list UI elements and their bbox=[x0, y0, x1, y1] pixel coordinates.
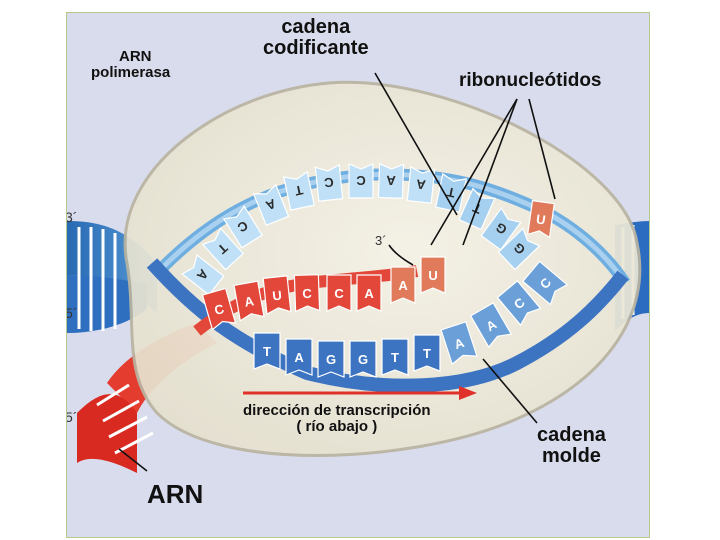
coding-base: A bbox=[406, 165, 436, 204]
rna-base-letter: U bbox=[272, 288, 283, 304]
template-base-letter: G bbox=[358, 352, 368, 367]
coding-base-letter: C bbox=[356, 173, 366, 188]
strand-end-5-bottom: 5´ bbox=[66, 409, 78, 425]
coding-strand-label: cadena codificante bbox=[263, 17, 369, 59]
rna-base: A bbox=[356, 274, 382, 312]
rna-base: U bbox=[262, 275, 292, 316]
template-base-letter: A bbox=[294, 350, 304, 365]
template-base: C bbox=[522, 260, 569, 306]
coding-base: A bbox=[377, 162, 405, 200]
coding-base-letter: C bbox=[323, 175, 335, 191]
coding-base: A bbox=[181, 254, 225, 296]
template-base-letter: T bbox=[263, 344, 271, 359]
template-base: T bbox=[381, 338, 409, 376]
template-base-letter: G bbox=[326, 352, 336, 367]
coding-base: G bbox=[480, 207, 522, 251]
coding-base: C bbox=[348, 163, 374, 199]
ribonucleotides-label: ribonucleótidos bbox=[459, 70, 602, 91]
rna-base: C bbox=[293, 273, 321, 313]
transcription-direction-label-line1: dirección de transcripción bbox=[243, 402, 431, 419]
coding-base-letter: A bbox=[385, 173, 396, 188]
transcription-direction-arrow bbox=[243, 386, 477, 400]
coding-base-letter: T bbox=[293, 182, 304, 198]
template-base: T bbox=[253, 332, 281, 370]
template-base: A bbox=[285, 338, 313, 376]
template-strand-label-line1: cadena bbox=[537, 424, 606, 446]
rna-base: A bbox=[390, 266, 416, 304]
rna-base: C bbox=[326, 274, 352, 312]
coding-strand-label-line2: codificante bbox=[263, 37, 369, 59]
free-ribonucleotide: U bbox=[527, 199, 555, 239]
template-base-letter: T bbox=[391, 350, 399, 365]
transcription-direction-label: dirección de transcripción ( río abajo ) bbox=[243, 403, 431, 435]
coding-base: C bbox=[314, 163, 344, 202]
rna-base-letter: C bbox=[302, 286, 313, 301]
strand-end-5-middle: 5´ bbox=[66, 305, 78, 321]
free-ribonucleotide-base: U bbox=[527, 199, 555, 239]
coding-base-letter: A bbox=[415, 176, 427, 192]
template-base: A bbox=[440, 321, 478, 366]
coding-strand-label-line1: cadena bbox=[281, 16, 351, 38]
rna-label: ARN bbox=[147, 479, 204, 509]
rna-base: U bbox=[420, 256, 446, 294]
coding-base: A bbox=[252, 183, 290, 227]
coding-base: G bbox=[497, 227, 541, 271]
rna-polymerase-label-line1: ARN bbox=[119, 48, 152, 65]
template-base-letter: T bbox=[423, 346, 431, 361]
template-base: C bbox=[496, 280, 542, 327]
free-ribonucleotide-base-letter: U bbox=[535, 211, 546, 227]
rna-base: A bbox=[233, 280, 265, 322]
rna-3-prime-end-label: 3´ bbox=[375, 233, 387, 248]
rna-base-letter: A bbox=[364, 286, 374, 301]
template-strand-label-line2: molde bbox=[542, 445, 601, 467]
rna-polymerase-label: ARN polimerasa bbox=[91, 49, 170, 81]
transcription-direction-label-line2: ( río abajo ) bbox=[296, 417, 378, 435]
coding-base: T bbox=[201, 227, 245, 271]
label-pointer-lines bbox=[118, 72, 556, 472]
template-base: G bbox=[349, 340, 377, 378]
coding-base: C bbox=[222, 205, 264, 249]
rna-polymerase-label-line2: polimerasa bbox=[91, 63, 171, 81]
coding-base-letter: T bbox=[446, 184, 457, 200]
rna-base-letter: U bbox=[428, 268, 437, 283]
coding-base: T bbox=[435, 172, 468, 213]
rna-base-letter: A bbox=[398, 278, 408, 293]
rna-base: C bbox=[201, 287, 237, 331]
strand-end-3-top: 3´ bbox=[66, 209, 78, 225]
rna-base-letter: A bbox=[243, 293, 255, 310]
template-base: G bbox=[317, 340, 345, 378]
template-base: A bbox=[469, 302, 513, 349]
rna-base-letter: C bbox=[334, 286, 344, 301]
template-base: T bbox=[413, 334, 441, 372]
template-strand-label: cadena molde bbox=[537, 425, 606, 467]
coding-base: T bbox=[282, 170, 315, 211]
